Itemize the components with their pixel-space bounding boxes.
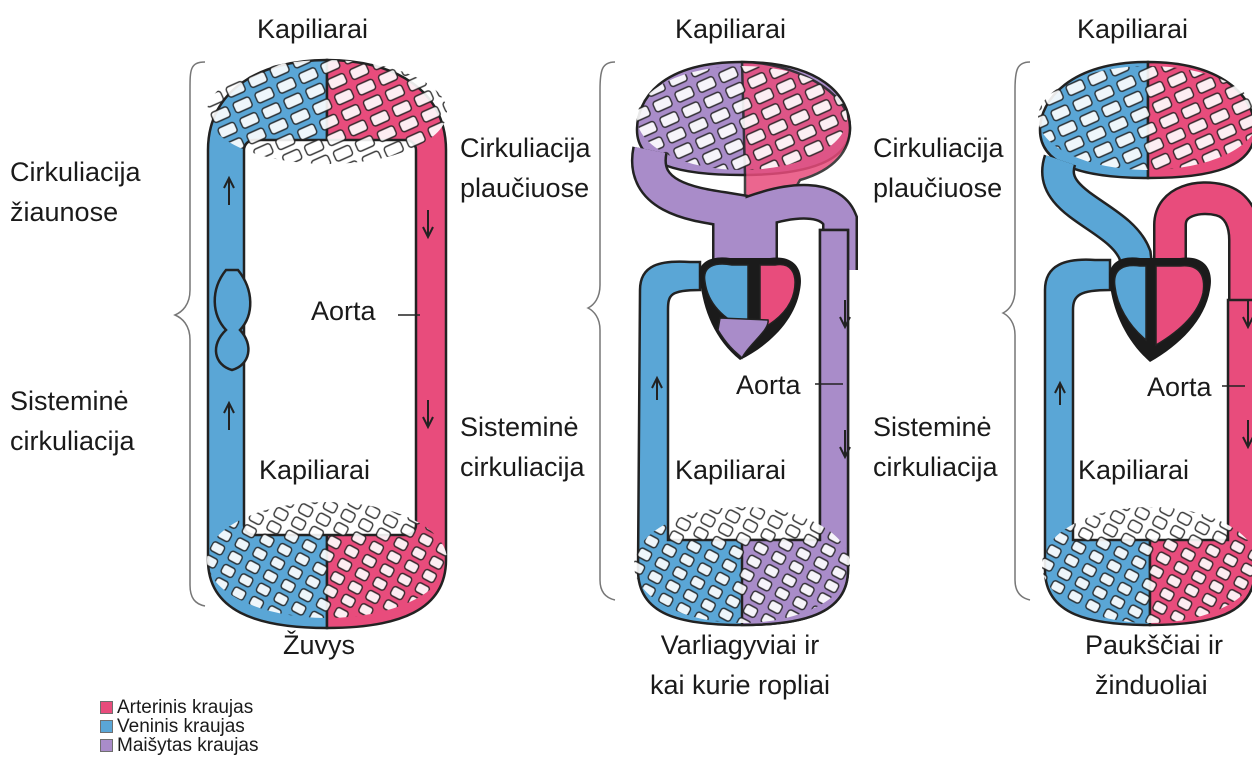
mammal-bottom-capillaries-label: Kapiliarai	[1078, 455, 1189, 486]
mammal-lung-circulation-label-line1: Cirkuliacija	[873, 133, 1004, 164]
mammal-circulation	[1003, 55, 1252, 630]
fish-systemic-label-line2: cirkuliacija	[10, 426, 135, 457]
amphibian-bottom-capillaries-label: Kapiliarai	[675, 455, 786, 486]
legend-item-mixed: Maišytas kraujas	[100, 736, 259, 755]
amphibian-systemic-label-line1: Sisteminė	[460, 412, 579, 443]
legend-item-venous: Veninis kraujas	[100, 717, 259, 736]
fish-gill-circulation-label-line1: Cirkuliacija	[10, 157, 141, 188]
amphibian-caption-line2: kai kurie ropliai	[620, 670, 860, 701]
amphibian-systemic-label-line2: cirkuliacija	[460, 452, 585, 483]
legend-item-arterial: Arterinis kraujas	[100, 698, 259, 717]
amphibian-lung-circulation-label-line2: plaučiuose	[460, 173, 589, 204]
fish-gill-circulation-label-line2: žiaunose	[10, 197, 118, 228]
fish-top-capillaries-label: Kapiliarai	[257, 14, 368, 45]
fish-aorta-label: Aorta	[311, 296, 376, 327]
legend-swatch-venous	[100, 720, 113, 733]
mammal-lung-circulation-label-line2: plaučiuose	[873, 173, 1002, 204]
mammal-top-capillaries-label: Kapiliarai	[1077, 14, 1188, 45]
legend-label-arterial: Arterinis kraujas	[117, 698, 253, 717]
amphibian-aorta-label: Aorta	[736, 370, 801, 401]
amphibian-caption-line1: Varliagyviai ir	[620, 630, 860, 661]
mammal-caption-line1: Paukščiai ir	[1085, 630, 1223, 661]
fish-bottom-capillaries-label: Kapiliarai	[259, 455, 370, 486]
mammal-caption-line2: žinduoliai	[1095, 670, 1208, 701]
legend-swatch-mixed	[100, 739, 113, 752]
mammal-systemic-label-line1: Sisteminė	[873, 412, 992, 443]
amphibian-top-capillaries-label: Kapiliarai	[675, 14, 786, 45]
mammal-aorta-label: Aorta	[1147, 372, 1212, 403]
fish-caption: Žuvys	[283, 630, 355, 661]
legend-swatch-arterial	[100, 701, 113, 714]
legend-label-venous: Veninis kraujas	[117, 717, 245, 736]
legend-label-mixed: Maišytas kraujas	[117, 736, 259, 755]
amphibian-circulation	[588, 55, 860, 630]
amphibian-lung-circulation-label-line1: Cirkuliacija	[460, 133, 591, 164]
fish-circulation	[175, 55, 460, 628]
fish-systemic-label-line1: Sisteminė	[10, 386, 129, 417]
mammal-systemic-label-line2: cirkuliacija	[873, 452, 998, 483]
legend: Arterinis kraujas Veninis kraujas Maišyt…	[100, 698, 259, 755]
